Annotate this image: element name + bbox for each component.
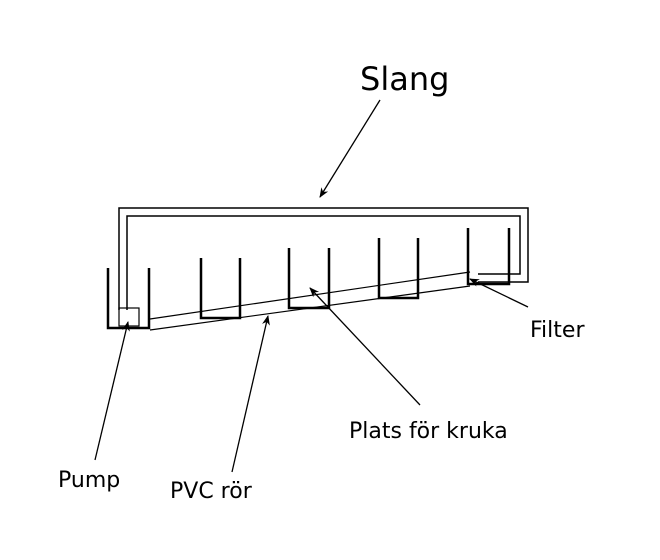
hose bbox=[118, 207, 529, 310]
pvc-pipe bbox=[149, 271, 471, 331]
label-slang: Slang bbox=[360, 60, 449, 98]
pot-slot-2 bbox=[199, 258, 242, 320]
arrow-pvc bbox=[231, 315, 270, 473]
arrow-filter bbox=[469, 278, 529, 308]
label-pvc-ror: PVC rör bbox=[170, 479, 253, 504]
arrow-pump bbox=[94, 321, 130, 461]
pot-slot-1 bbox=[106, 268, 151, 330]
pump-box bbox=[118, 307, 140, 327]
label-plats-for-kruka: Plats för kruka bbox=[349, 419, 508, 444]
pot-slot-5 bbox=[466, 228, 511, 286]
label-pump: Pump bbox=[58, 468, 120, 493]
arrow-plats bbox=[309, 287, 421, 406]
pot-slot-3 bbox=[287, 248, 331, 310]
pot-slot-4 bbox=[377, 238, 420, 300]
arrow-slang bbox=[319, 99, 381, 198]
label-filter: Filter bbox=[530, 318, 585, 343]
